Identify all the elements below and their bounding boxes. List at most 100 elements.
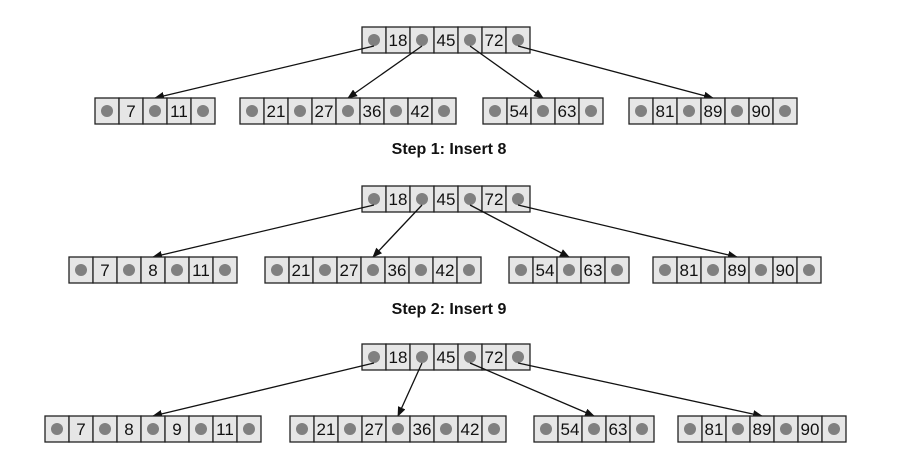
pointer-dot-icon <box>588 423 600 435</box>
pointer-dot-icon <box>195 423 207 435</box>
node-key: 89 <box>704 102 723 121</box>
key-cell <box>772 256 798 284</box>
key-cell <box>407 97 433 125</box>
tree-edge-arrow <box>372 204 423 258</box>
node-key: 11 <box>192 261 210 280</box>
pointer-dot-icon <box>438 105 450 117</box>
node-key: 81 <box>656 102 675 121</box>
key-cell <box>118 97 144 125</box>
node-key: 7 <box>126 102 135 121</box>
pointer-dot-icon <box>101 105 113 117</box>
pointer-dot-icon <box>219 264 231 276</box>
key-cell <box>797 415 823 443</box>
node-key: 90 <box>801 420 820 439</box>
node-key: 72 <box>485 190 504 209</box>
pointer-dot-icon <box>415 264 427 276</box>
pointer-dot-icon <box>731 105 743 117</box>
pointer-dot-icon <box>537 105 549 117</box>
pointer-dot-icon <box>319 264 331 276</box>
node-key: 72 <box>485 31 504 50</box>
node-key: 8 <box>124 420 133 439</box>
pointer-dot-icon <box>367 264 379 276</box>
key-cell <box>432 256 458 284</box>
pointer-cell <box>361 26 387 54</box>
key-cell <box>433 185 459 213</box>
key-cell <box>605 415 631 443</box>
pointer-dot-icon <box>416 351 428 363</box>
key-cell <box>481 343 507 371</box>
pointer-cell <box>578 97 604 125</box>
pointer-dot-icon <box>416 34 428 46</box>
pointer-dot-icon <box>563 264 575 276</box>
pointer-dot-icon <box>512 34 524 46</box>
pointer-dot-icon <box>392 423 404 435</box>
pointer-dot-icon <box>707 264 719 276</box>
node-key: 45 <box>437 348 456 367</box>
pointer-dot-icon <box>463 264 475 276</box>
tree-edge-arrow <box>469 362 595 417</box>
key-cell <box>313 415 339 443</box>
node-key: 90 <box>752 102 771 121</box>
node-key: 89 <box>753 420 772 439</box>
pointer-dot-icon <box>368 351 380 363</box>
step-caption: Step 2: Insert 9 <box>392 301 507 318</box>
pointer-dot-icon <box>611 264 623 276</box>
pointer-dot-icon <box>342 105 354 117</box>
pointer-dot-icon <box>246 105 258 117</box>
pointer-dot-icon <box>732 423 744 435</box>
node-key: 18 <box>389 31 408 50</box>
node-key: 63 <box>609 420 628 439</box>
node-key: 54 <box>561 420 580 439</box>
pointer-dot-icon <box>464 193 476 205</box>
pointer-dot-icon <box>585 105 597 117</box>
pointer-dot-icon <box>488 423 500 435</box>
pointer-dot-icon <box>99 423 111 435</box>
pointer-dot-icon <box>75 264 87 276</box>
pointer-dot-icon <box>171 264 183 276</box>
pointer-cell <box>361 185 387 213</box>
pointer-dot-icon <box>512 351 524 363</box>
root-node: 18 45 72 <box>361 185 531 213</box>
node-key: 11 <box>170 102 188 121</box>
key-cell <box>288 256 314 284</box>
node-key: 42 <box>461 420 480 439</box>
pointer-cell <box>94 97 120 125</box>
node-key: 21 <box>292 261 311 280</box>
tree-edge-arrow <box>397 362 423 417</box>
pointer-dot-icon <box>294 105 306 117</box>
tree-edge-arrow <box>517 45 714 100</box>
tree-edge-arrow <box>154 45 375 100</box>
step-caption: Step 1: Insert 8 <box>392 141 507 158</box>
tree-edge-arrow <box>469 45 544 99</box>
node-key: 42 <box>411 102 430 121</box>
pointer-dot-icon <box>390 105 402 117</box>
leaf-node: 21 27 36 42 <box>239 97 457 125</box>
key-cell <box>652 97 678 125</box>
pointer-dot-icon <box>803 264 815 276</box>
pointer-dot-icon <box>780 423 792 435</box>
node-key: 21 <box>267 102 286 121</box>
node-key: 54 <box>510 102 529 121</box>
pointer-dot-icon <box>243 423 255 435</box>
key-cell <box>554 97 580 125</box>
node-key: 45 <box>437 190 456 209</box>
node-key: 27 <box>315 102 334 121</box>
pointer-dot-icon <box>123 264 135 276</box>
pointer-dot-icon <box>659 264 671 276</box>
leaf-node: 81 89 90 <box>628 97 798 125</box>
node-key: 18 <box>389 190 408 209</box>
node-key: 36 <box>363 102 382 121</box>
key-cell <box>116 415 142 443</box>
node-key: 7 <box>100 261 109 280</box>
node-key: 42 <box>436 261 455 280</box>
node-key: 21 <box>317 420 336 439</box>
node-key: 89 <box>728 261 747 280</box>
